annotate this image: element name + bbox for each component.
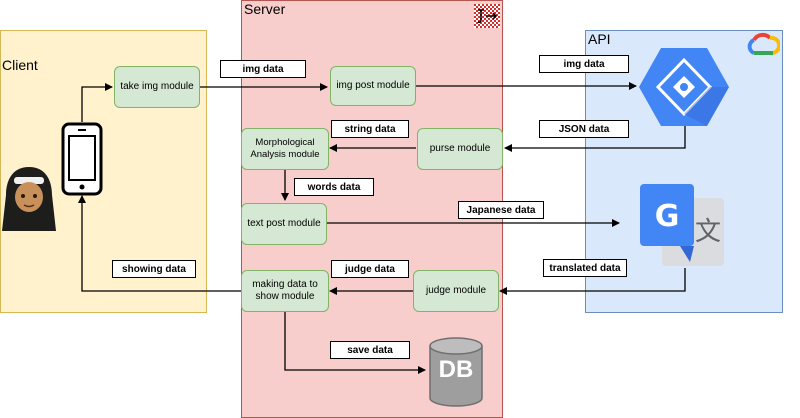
- json-data-label: JSON data: [539, 120, 629, 138]
- database-label: DB: [438, 356, 474, 383]
- svg-text:G: G: [655, 199, 680, 234]
- smartphone-icon: [61, 122, 103, 196]
- morphological-analysis-module: Morphological Analysis module: [241, 128, 329, 170]
- arrow-making-to-db: [284, 312, 426, 374]
- judge-data-label: judge data: [331, 260, 409, 278]
- words-data-label: words data: [294, 178, 374, 196]
- database-icon: [429, 337, 483, 407]
- arrow-vision-to-purse: [504, 126, 686, 152]
- svg-text:文: 文: [695, 217, 721, 247]
- making-data-module: making data to show module: [241, 270, 329, 312]
- arrow-making-to-phone: [78, 195, 243, 292]
- arrow-phone-to-take-img: [81, 83, 113, 122]
- google-cloud-logo-icon: [747, 32, 780, 55]
- js-framework-icon: [474, 4, 500, 28]
- purse-module: purse module: [417, 128, 503, 170]
- img-data-api-label: img data: [539, 55, 629, 73]
- server-lane-title: Server: [244, 1, 286, 17]
- google-translate-icon: G 文: [640, 184, 724, 266]
- japanese-data-label: Japanese data: [458, 201, 544, 219]
- text-post-module: text post module: [241, 203, 327, 245]
- judge-module: judge module: [413, 270, 499, 312]
- string-data-label: string data: [331, 120, 409, 138]
- user-avatar-icon: [2, 167, 56, 231]
- take-img-module: take img module: [114, 66, 200, 108]
- cloud-vision-api-icon: [639, 48, 729, 126]
- save-data-label: save data: [330, 341, 410, 359]
- translated-data-label: translated data: [543, 259, 627, 277]
- img-data-label: img data: [220, 60, 306, 78]
- api-lane-title: API: [588, 31, 611, 47]
- client-lane-title: Client: [2, 57, 38, 73]
- showing-data-label: showing data: [112, 260, 196, 278]
- arrow-translate-to-judge: [499, 268, 686, 295]
- img-post-module: img post module: [330, 66, 416, 106]
